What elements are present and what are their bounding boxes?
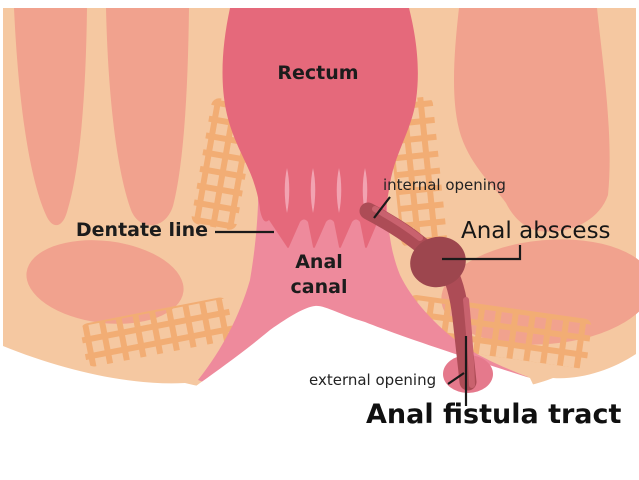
internal-opening-leader [373, 196, 391, 219]
muscle-band-left-outer [14, 8, 87, 226]
muscle-band-left-inner [106, 8, 189, 226]
dentate-line-label: Dentate line [75, 219, 208, 241]
fistula-tract-highlight-lower [463, 297, 475, 388]
rectum-shape [222, 8, 418, 248]
sphincter-texture-lower-left [80, 297, 234, 367]
leader-lines [215, 196, 522, 406]
anal-column-streaks [284, 168, 368, 213]
external-opening-leader [447, 372, 465, 385]
anal-abscess-leader [442, 245, 522, 261]
rectum-label: Rectum [277, 62, 359, 84]
anal-fistula-tract-label: Anal fistula tract [366, 399, 622, 430]
muscle-band-right [454, 8, 610, 232]
pelvic-muscle-shapes [14, 8, 639, 345]
external-opening-label: external opening [309, 371, 437, 389]
anal-canal-label: Anal canal [290, 251, 348, 298]
sphincter-lattice-textures [80, 96, 592, 369]
abscess-shape [410, 236, 466, 288]
anal-abscess-label: Anal abscess [461, 218, 611, 244]
internal-opening-label: internal opening [383, 176, 506, 194]
muscle-blob-bottom-left [26, 240, 184, 324]
